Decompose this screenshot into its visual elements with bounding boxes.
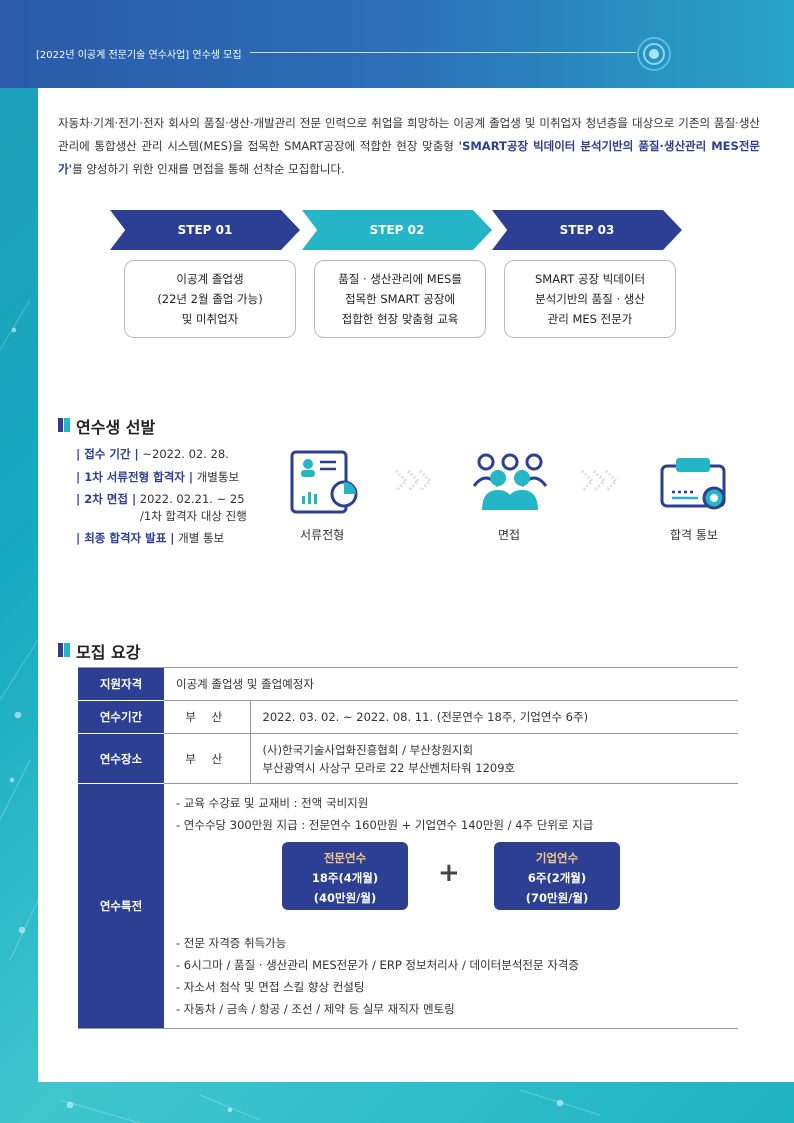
step-03-arrow: STEP 03 [492,210,682,250]
step-02-line: 접합한 현장 맞춤형 교육 [341,312,459,326]
table-row: 연수기간 부 산 2022. 03. 02. ~ 2022. 08. 11. (… [78,700,738,734]
benefit-line: - 교육 수강료 및 교재비 : 전액 국비지원 [176,796,369,810]
step-01-line: 및 미취업자 [181,312,239,326]
step-01-line: 이공계 졸업생 [176,272,244,286]
selection-item-period: | 접수 기간 | ~2022. 02. 28. [76,446,229,462]
content-page: 자동차·기계·전기·전자 회사의 품질·생산·개발관리 전문 인력으로 취업을 … [38,88,794,1082]
location-place: 부 산 [164,733,251,784]
benefit-line: - 6시그마 / 품질 · 생산관리 MES전문가 / ERP 정보처리사 / … [176,958,579,972]
step-02-line: 접목한 SMART 공장에 [344,292,456,306]
step-01-arrow: STEP 01 [110,210,300,250]
arrow-chevrons-icon [580,469,619,493]
process-label-document: 서류전형 [300,528,345,542]
selection-value: ~2022. 02. 28. [138,447,229,461]
card-company-training: 기업연수 6주(2개월) (70만원/월) [494,842,620,910]
intro-text-end: 를 양성하기 위한 인재를 면접을 통해 선착순 모집합니다. [72,162,345,176]
qualification-label: 지원자격 [78,667,164,701]
recruit-table: 지원자격 이공계 졸업생 및 졸업예정자 연수기간 부 산 2022. 03. … [78,667,738,1029]
card-line: (40만원/월) [313,891,377,905]
selection-item-first: | 1차 서류전형 합격자 | 개별통보 [76,469,239,485]
intro-text: 자동차·기계·전기·전자 회사의 품질·생산·개발관리 전문 인력으로 취업을 … [58,116,760,153]
selection-item-final: | 최종 합격자 발표 | 개별 통보 [76,530,224,546]
benefit-line: - 전문 자격증 취득가능 [176,936,287,950]
document-chart-icon [290,450,358,514]
location-label: 연수장소 [78,733,164,784]
header-banner: [2022년 이공계 전문기술 연수사업] 연수생 모집 [0,0,794,88]
process-label-interview: 면접 [498,528,521,542]
selection-label: | 2차 면접 | [76,492,137,506]
section-marker [58,643,70,657]
benefit-cards: 전문연수 18주(4개월) (40만원/월) + 기업연수 6주(2개월) (7… [176,836,738,932]
intro-paragraph: 자동차·기계·전기·전자 회사의 품질·생산·개발관리 전문 인력으로 취업을 … [58,112,760,181]
target-circle-icon [637,37,671,71]
table-row: 연수장소 부 산 (사)한국기술사업화진흥협회 / 부산창원지회 부산광역시 사… [78,733,738,784]
step-02-arrow: STEP 02 [302,210,492,250]
benefit-line: - 자동차 / 금속 / 항공 / 조선 / 제약 등 실무 재직자 멘토링 [176,1002,455,1016]
qualification-value: 이공계 졸업생 및 졸업예정자 [164,667,738,701]
selection-label: | 최종 합격자 발표 | [76,531,175,545]
selection-title: 연수생 선발 [76,418,156,437]
step-01-box: 이공계 졸업생 (22년 2월 졸업 가능) 및 미취업자 [124,260,296,338]
step-02-line: 품질 · 생산관리에 MES를 [338,272,462,286]
selection-value: 2022. 02.21. ~ 25 [136,492,245,506]
people-group-icon [472,453,548,510]
section-marker [58,418,70,432]
location-value: (사)한국기술사업화진흥협회 / 부산창원지회 부산광역시 사상구 모라로 22… [250,733,738,784]
card-title: 전문연수 [323,851,367,865]
plus-icon: + [438,858,460,888]
step-03-line: 분석기반의 품질 · 생산 [535,292,645,306]
period-value: 2022. 03. 02. ~ 2022. 08. 11. (전문연수 18주,… [250,700,738,734]
card-line: 6주(2개월) [527,871,587,885]
header-divider [250,52,636,53]
selection-value: 개별통보 [193,470,240,484]
benefits-label: 연수특전 [78,783,164,1029]
header-title: [2022년 이공계 전문기술 연수사업] 연수생 모집 [36,50,242,61]
card-line: (70만원/월) [525,891,589,905]
period-place: 부 산 [164,700,251,734]
certificate-icon [660,458,726,510]
step-01-line: (22년 2월 졸업 가능) [157,292,263,306]
selection-value: 개별 통보 [174,531,225,545]
benefits-cell: - 교육 수강료 및 교재비 : 전액 국비지원 - 연수수당 300만원 지급… [164,783,738,1029]
benefit-line: - 자소서 첨삭 및 면접 스킬 향상 컨설팅 [176,980,365,994]
step-03-line: 관리 MES 전문가 [547,312,633,326]
selection-label: | 1차 서류전형 합격자 | [76,470,194,484]
location-line: 부산광역시 사상구 모라로 22 부산벤처타워 1209호 [262,760,516,775]
step-03-line: SMART 공장 빅데이터 [534,272,646,286]
table-row: 지원자격 이공계 졸업생 및 졸업예정자 [78,667,738,701]
card-title: 기업연수 [535,851,579,865]
recruit-title: 모집 요강 [76,643,141,662]
selection-label: | 접수 기간 | [76,447,139,461]
selection-item-second: | 2차 면접 | 2022. 02.21. ~ 25 [76,491,245,507]
selection-item-second-note: /1차 합격자 대상 진행 [140,509,247,523]
intro-highlight: 'SMART공장 빅데이터 분석기반의 품질·생산관리 MES전문가' [58,139,760,176]
table-row: 연수특전 - 교육 수강료 및 교재비 : 전액 국비지원 - 연수수당 300… [78,783,738,1029]
arrow-chevrons-icon [394,469,433,493]
process-label-notice: 합격 통보 [670,528,718,542]
location-line: (사)한국기술사업화진흥협회 / 부산창원지회 [262,742,474,757]
card-line: 18주(4개월) [311,871,379,885]
period-label: 연수기간 [78,700,164,734]
benefit-line: - 연수수당 300만원 지급 : 전문연수 160만원 + 기업연수 140만… [176,818,594,832]
card-expert-training: 전문연수 18주(4개월) (40만원/월) [282,842,408,910]
